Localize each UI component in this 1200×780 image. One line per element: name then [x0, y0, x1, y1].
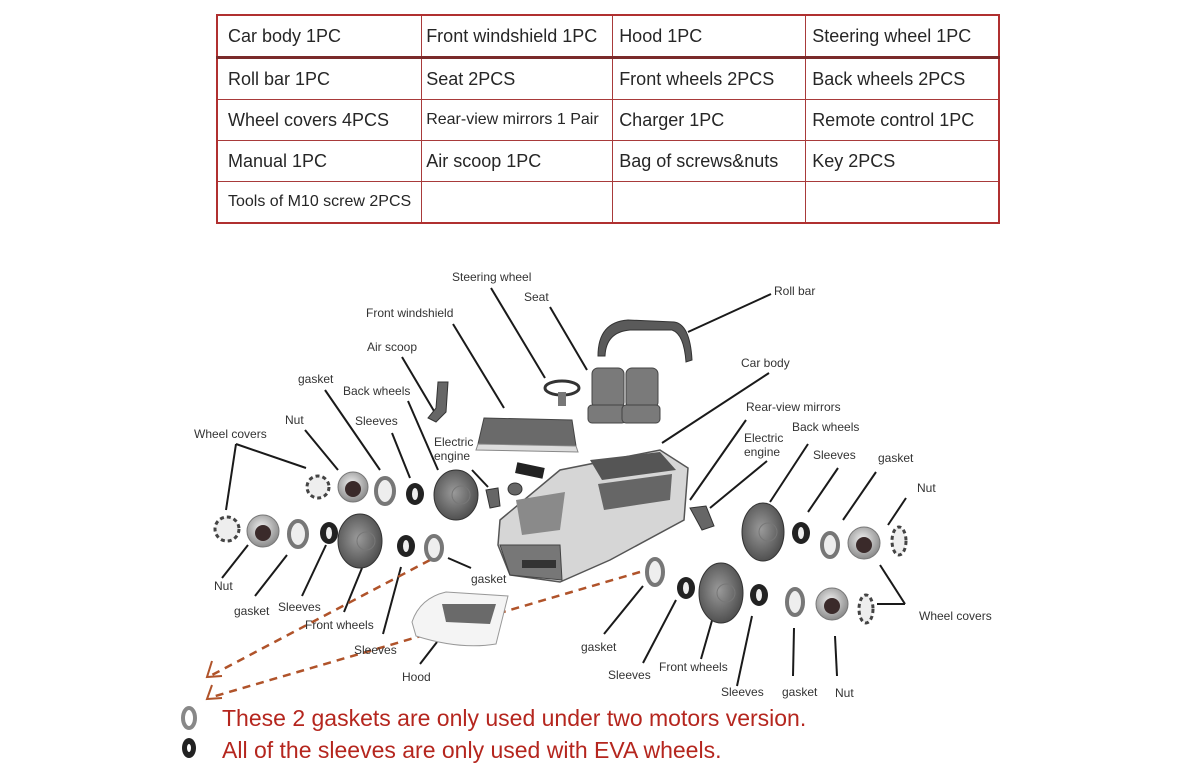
- label-nut: Nut: [214, 579, 233, 593]
- arrow-heads: [205, 660, 223, 701]
- label-back-wheels: Back wheels: [792, 420, 860, 434]
- seat-part: [587, 367, 661, 424]
- dash-plate-part: [515, 462, 545, 479]
- table-cell: Tools of M10 screw 2PCS: [216, 181, 423, 224]
- table-row: Car body 1PC Front windshield 1PC Hood 1…: [216, 14, 1000, 59]
- label-gasket: gasket: [782, 685, 818, 699]
- label-rear-view-mirrors: Rear-view mirrors: [746, 400, 841, 414]
- label-nut: Nut: [285, 413, 304, 427]
- label-gasket: gasket: [581, 640, 617, 654]
- table-cell: [421, 181, 614, 224]
- windshield-part: [475, 417, 579, 453]
- sleeve-legend-icon-hole: [187, 744, 191, 752]
- label-roll-bar: Roll bar: [774, 284, 816, 298]
- table-cell: [805, 181, 1000, 224]
- label-sleeves: Sleeves: [354, 643, 397, 657]
- wheel-assembly-top-right: [741, 502, 908, 562]
- table-cell: Car body 1PC: [216, 14, 423, 59]
- sleeves-note: All of the sleeves are only used with EV…: [222, 737, 722, 763]
- table-row: Roll bar 1PC Seat 2PCS Front wheels 2PCS…: [216, 57, 1000, 100]
- label-gasket: gasket: [878, 451, 914, 465]
- label-gasket: gasket: [298, 372, 334, 386]
- label-nut: Nut: [835, 686, 854, 700]
- table-cell: Key 2PCS: [805, 140, 1000, 182]
- label-gasket: gasket: [234, 604, 270, 618]
- wheel-assembly-bottom-left: [213, 513, 444, 569]
- table-cell: [612, 181, 807, 224]
- steering-wheel-part: [543, 379, 581, 406]
- table-cell: Wheel covers 4PCS: [216, 99, 423, 141]
- label-sleeves: Sleeves: [608, 668, 651, 682]
- wheel-assembly-bottom-right: [645, 557, 875, 625]
- table-cell: Charger 1PC: [612, 99, 807, 141]
- label-back-wheels: Back wheels: [343, 384, 411, 398]
- gasket-note: These 2 gaskets are only used under two …: [222, 705, 807, 731]
- label-gasket: gasket: [471, 572, 507, 586]
- label-wheel-covers: Wheel covers: [194, 427, 267, 441]
- roll-bar-part: [597, 319, 693, 363]
- electric-engine-part: [485, 482, 715, 531]
- label-front-wheels: Front wheels: [305, 618, 374, 632]
- label-seat: Seat: [524, 290, 549, 304]
- label-car-body: Car body: [741, 356, 790, 370]
- gasket-legend-icon: [181, 706, 197, 730]
- table-cell: Manual 1PC: [216, 140, 423, 182]
- table-row: Manual 1PC Air scoop 1PC Bag of screws&n…: [216, 140, 1000, 182]
- label-nut: Nut: [917, 481, 936, 495]
- air-scoop-part: [427, 381, 449, 423]
- hood-part: [411, 591, 509, 647]
- label-air-scoop: Air scoop: [367, 340, 418, 354]
- table-cell: Seat 2PCS: [421, 57, 614, 100]
- label-wheel-covers: Wheel covers: [919, 609, 992, 623]
- dashed-arrows: [211, 558, 641, 699]
- table-cell: Front wheels 2PCS: [612, 57, 807, 100]
- label-sleeves: Sleeves: [721, 685, 764, 699]
- parts-list-table: Car body 1PC Front windshield 1PC Hood 1…: [216, 14, 1001, 224]
- table-cell: Hood 1PC: [612, 14, 807, 59]
- label-sleeves: Sleeves: [355, 414, 398, 428]
- label-front-wheels: Front wheels: [659, 660, 728, 674]
- table-row: Wheel covers 4PCS Rear-view mirrors 1 Pa…: [216, 99, 1000, 141]
- car-body-part: [497, 449, 689, 583]
- table-cell: Bag of screws&nuts: [612, 140, 807, 182]
- wheel-assembly-top-left: [305, 469, 479, 521]
- leader-lines: [221, 287, 907, 687]
- label-steering-wheel: Steering wheel: [452, 270, 532, 284]
- table-cell: Steering wheel 1PC: [805, 14, 1000, 59]
- label-sleeves: Sleeves: [278, 600, 321, 614]
- label-front-windshield: Front windshield: [366, 306, 454, 320]
- table-cell: Front windshield 1PC: [421, 14, 614, 59]
- label-electric-engine: Electric engine: [744, 431, 784, 459]
- table-cell: Air scoop 1PC: [421, 140, 614, 182]
- label-electric-engine: Electric engine: [434, 435, 474, 463]
- table-cell: Rear-view mirrors 1 Pair: [421, 99, 614, 141]
- table-cell: Back wheels 2PCS: [805, 57, 1000, 100]
- table-row: Tools of M10 screw 2PCS: [216, 181, 1000, 224]
- label-sleeves: Sleeves: [813, 448, 856, 462]
- label-hood: Hood: [402, 670, 431, 684]
